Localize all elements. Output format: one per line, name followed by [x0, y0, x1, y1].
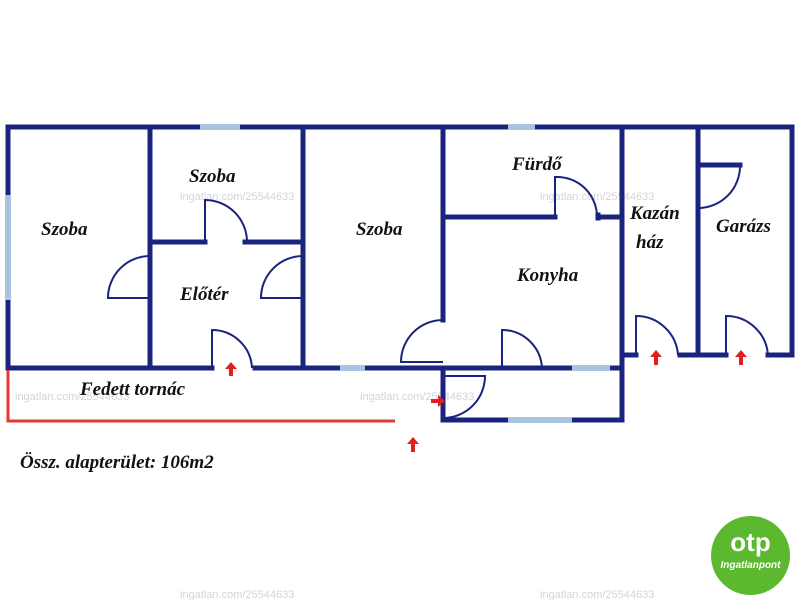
otp-logo-subtitle: Ingatlanpont: [720, 560, 781, 571]
watermark-text: ingatlan.com/25544633: [360, 391, 474, 403]
room-label-furdo: Fürdő: [511, 154, 563, 175]
doors: [106, 165, 769, 419]
otp-logo: otp Ingatlanpont: [711, 516, 790, 595]
watermark-text: ingatlan.com/25544633: [180, 191, 294, 203]
entrance-arrow-icon: [650, 350, 662, 365]
watermark-text: ingatlan.com/25544633: [180, 589, 294, 600]
room-label-szoba-center: Szoba: [356, 219, 403, 240]
entrance-arrow-icon: [225, 362, 237, 376]
side-entrance-arrow-icon: [431, 395, 445, 407]
room-label-haz: ház: [636, 232, 664, 253]
otp-logo-mark: otp: [730, 527, 771, 557]
room-labels: Szoba Szoba Előtér Szoba Fürdő Konyha Ka…: [41, 154, 771, 400]
entrance-arrows: [225, 350, 747, 452]
room-label-szoba-small: Szoba: [189, 166, 236, 187]
room-label-garazs: Garázs: [716, 216, 771, 237]
room-label-eloter: Előtér: [179, 284, 229, 305]
room-label-konyha: Konyha: [516, 265, 579, 286]
room-label-kazan: Kazán: [629, 203, 680, 224]
entrance-arrow-icon: [407, 437, 419, 452]
walls: [5, 124, 795, 423]
room-label-szoba-left: Szoba: [41, 219, 88, 240]
porch-outline: [6, 370, 395, 423]
total-area-label: Össz. alapterület: 106m2: [20, 452, 214, 473]
porch-label: Fedett tornác: [79, 379, 186, 400]
watermark-text: ingatlan.com/25544633: [540, 191, 654, 203]
entrance-arrow-icon: [735, 350, 747, 365]
windows: [5, 124, 610, 423]
watermark-text: ingatlan.com/25544633: [540, 589, 654, 600]
watermark-text: ingatlan.com/25544633: [15, 391, 129, 403]
